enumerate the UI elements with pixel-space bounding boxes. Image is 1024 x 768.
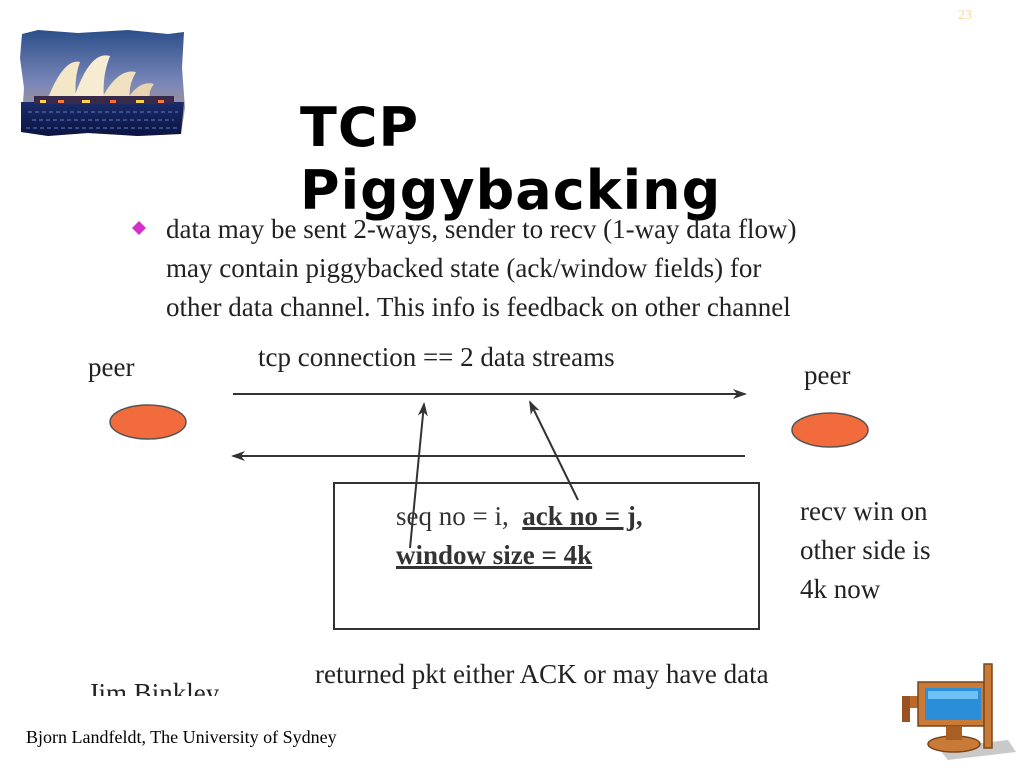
left-peer-label: peer — [88, 352, 135, 382]
seq-field: seq no = i, — [396, 501, 509, 531]
right-peer-node — [791, 412, 869, 448]
slide-number: 23 — [958, 8, 972, 23]
seq-pointer-arrow — [409, 402, 428, 549]
cutoff-author-label: Jim Binkley — [88, 678, 220, 696]
footer-credit: Bjorn Landfeldt, The University of Sydne… — [26, 727, 337, 747]
segment-box — [333, 482, 760, 630]
window-field: window size = 4k — [396, 540, 593, 570]
sydney-opera-house-logo — [20, 30, 185, 136]
returned-packet-note: returned pkt either ACK or may have data — [315, 659, 769, 689]
recv-note-line: 4k now — [800, 574, 881, 604]
slide-title: TCP Piggybacking — [300, 96, 722, 222]
computer-icon — [902, 663, 1016, 760]
cutoff-author-text: Jim Binkley — [88, 676, 248, 696]
recv-note-line: recv win on — [800, 496, 928, 526]
right-peer-label: peer — [804, 360, 851, 390]
recv-note-line: other side is — [800, 535, 931, 565]
bullet-text: data may be sent 2-ways, sender to recv … — [166, 210, 986, 327]
bullet-line: may contain piggybacked state (ack/windo… — [166, 253, 762, 283]
bullet-line: data may be sent 2-ways, sender to recv … — [166, 214, 797, 244]
ack-field: ack no = j, — [522, 501, 643, 531]
bullet-line: other data channel. This info is feedbac… — [166, 292, 791, 322]
left-peer-node — [109, 404, 187, 440]
diamond-bullet-icon — [132, 221, 146, 235]
segment-line-1: seq no = i, ack no = j, — [396, 501, 643, 532]
recv-window-note: recv win on other side is 4k now — [800, 492, 930, 609]
segment-line-2: window size = 4k — [396, 540, 592, 571]
connection-label: tcp connection == 2 data streams — [258, 342, 615, 372]
